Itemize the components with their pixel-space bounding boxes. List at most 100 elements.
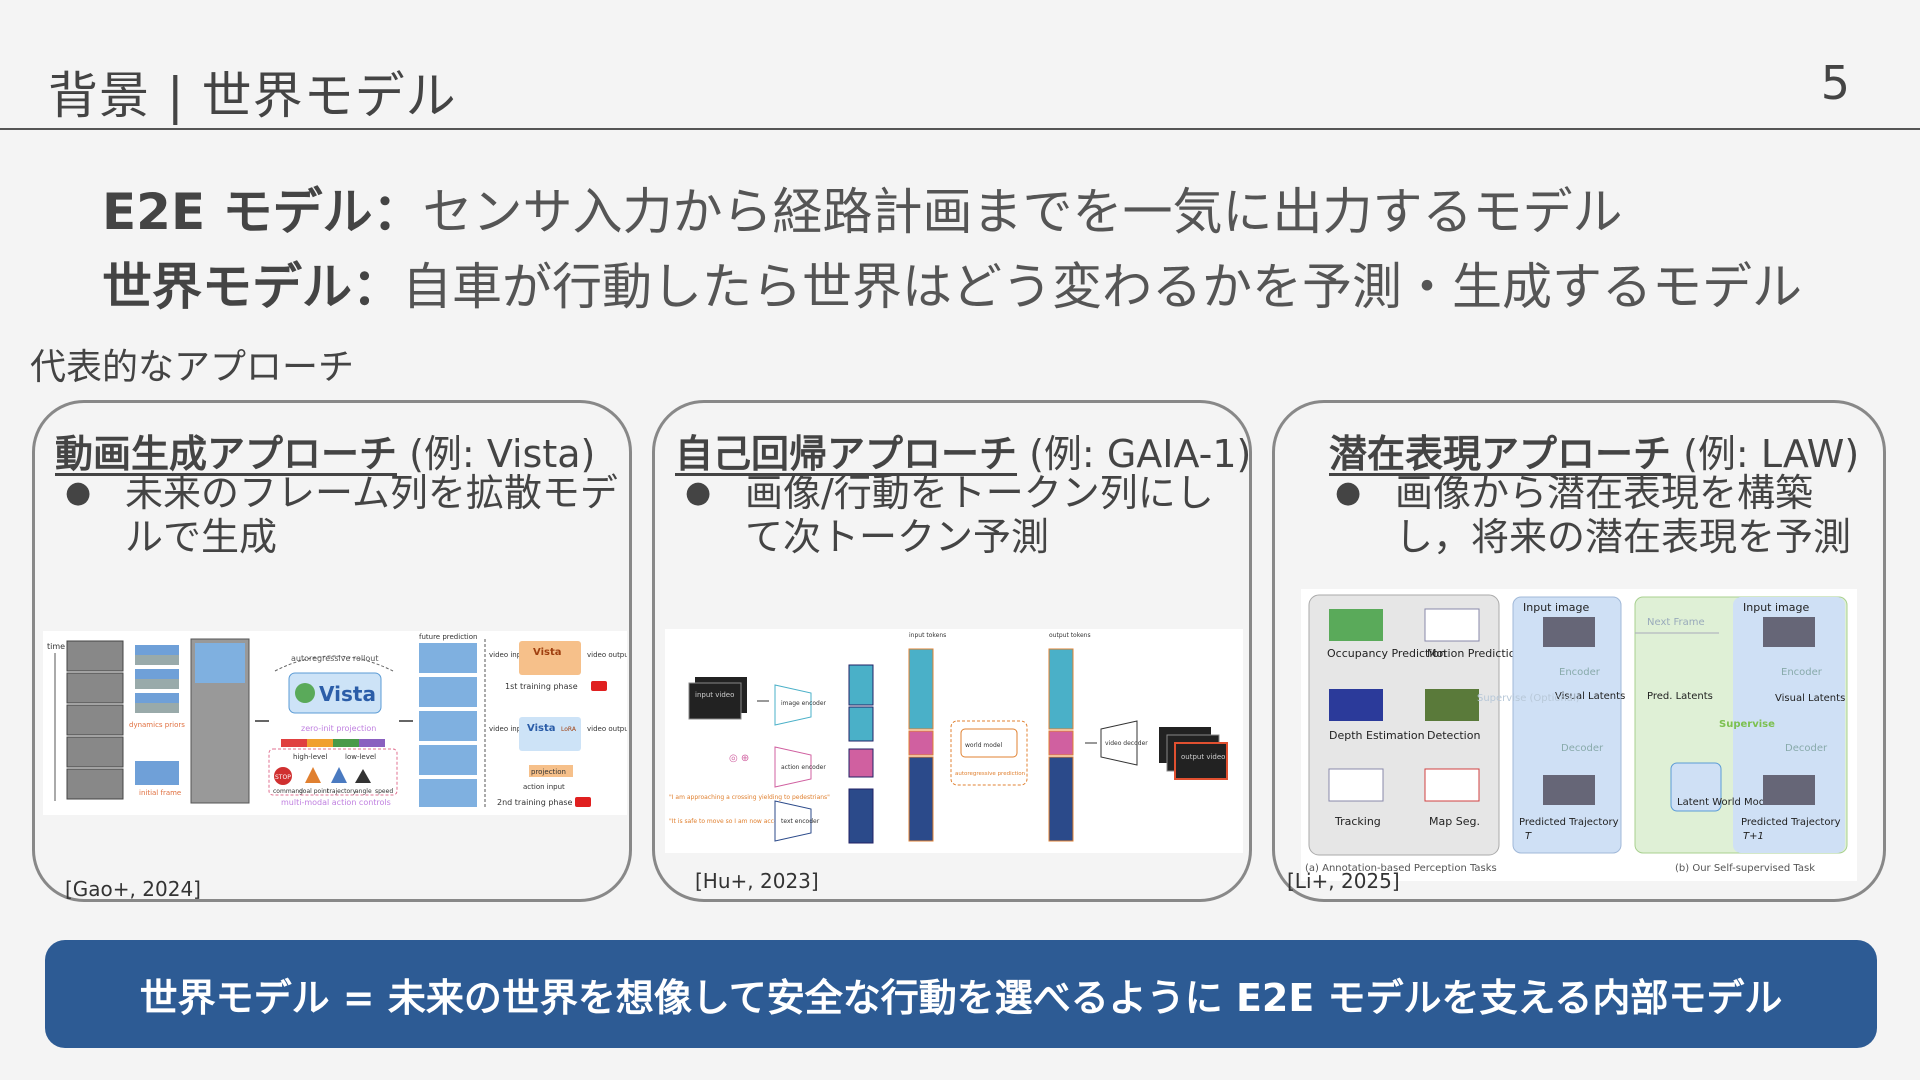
vista-diagram: time dynamics priors initial frame autor… xyxy=(47,633,627,807)
fig-label: Visual Latents xyxy=(1775,693,1845,704)
card-autoregressive: 自己回帰アプローチ (例: GAIA-1) ● 画像/行動をトークン列にして次トー… xyxy=(652,400,1252,902)
fig-label: Vista xyxy=(319,682,376,706)
slide-header: 背景 | 世界モデル 5 xyxy=(0,0,1920,130)
fig-label: LoRA xyxy=(561,726,577,733)
fig-label: speed xyxy=(375,788,393,795)
fig-label: goal point xyxy=(299,788,330,795)
card-heading: 自己回帰アプローチ (例: GAIA-1) xyxy=(675,423,1251,478)
fig-label: zero-init projection xyxy=(301,724,376,733)
fig-label: Input image xyxy=(1743,601,1809,614)
citation: [Hu+, 2023] xyxy=(695,869,819,893)
fig-label: Map Seg. xyxy=(1429,815,1480,828)
bullet-dot: ● xyxy=(685,475,712,510)
fig-label: Supervise xyxy=(1719,719,1775,730)
fig-label: multi-modal action controls xyxy=(281,798,391,807)
fig-label: Detection xyxy=(1427,729,1480,742)
fig-label: output tokens xyxy=(1049,632,1091,639)
fig-label: high-level xyxy=(293,753,327,761)
fig-label: angle xyxy=(355,788,372,795)
definition-world-model: 世界モデル：自車が行動したら世界はどう変わるかを予測・生成するモデル xyxy=(102,247,1802,319)
card-bullet: ● 画像から潜在表現を構築し，将来の潜在表現を予測 xyxy=(1335,471,1873,559)
card-example: (例: Vista) xyxy=(409,432,596,476)
fig-label: future prediction xyxy=(419,633,477,641)
fig-label: (b) Our Self-supervised Task xyxy=(1675,863,1815,874)
fig-label: autoregressive rollout xyxy=(291,654,378,663)
fig-label: Next Frame xyxy=(1647,617,1705,628)
fig-label: Predicted Trajectory xyxy=(1741,817,1841,828)
card-bullet: ● 未来のフレーム列を拡散モデルで生成 xyxy=(65,471,619,559)
card-latent: 潜在表現アプローチ (例: LAW) ● 画像から潜在表現を構築し，将来の潜在表現… xyxy=(1272,400,1886,902)
definition-e2e: E2E モデル：センサ入力から経路計画までを一気に出力するモデル xyxy=(102,172,1623,244)
fig-label: (a) Annotation-based Perception Tasks xyxy=(1305,863,1497,874)
summary-banner: 世界モデル = 未来の世界を想像して安全な行動を選べるように E2E モデルを支… xyxy=(45,940,1877,1048)
fig-label: video input xyxy=(489,725,529,733)
bullet-text: 未来のフレーム列を拡散モデルで生成 xyxy=(125,471,618,559)
fig-label: trajectory xyxy=(327,788,357,795)
fig-label: command xyxy=(273,788,303,795)
fig-label: Motion Prediction xyxy=(1427,647,1522,660)
slide-title: 背景 | 世界モデル xyxy=(48,67,457,125)
figure-vista: time dynamics priors initial frame autor… xyxy=(43,631,627,815)
bullet-text: 画像から潜在表現を構築し，将来の潜在表現を予測 xyxy=(1395,471,1852,559)
fig-label: Decoder xyxy=(1785,743,1828,754)
fig-label: time xyxy=(47,642,65,651)
law-diagram: Occupancy Prediction Motion Prediction D… xyxy=(1305,594,1848,874)
fig-label: Input image xyxy=(1523,601,1589,614)
fig-label: text encoder xyxy=(781,818,820,825)
fig-label: Visual Latents xyxy=(1555,691,1625,702)
fig-label: video output xyxy=(587,651,627,659)
fig-label: projection xyxy=(531,768,566,776)
fig-label: input video xyxy=(695,691,734,699)
fig-label: STOP xyxy=(275,774,291,781)
fig-label: video decoder xyxy=(1105,740,1148,747)
fig-label: 2nd training phase xyxy=(497,798,573,807)
fig-label: output video xyxy=(1181,753,1225,761)
fig-label: input tokens xyxy=(909,632,946,639)
fig-label: T+1 xyxy=(1743,831,1764,842)
fig-label: Supervise (Optional) xyxy=(1477,693,1580,704)
fig-label: "It is safe to move so I am now accelera… xyxy=(669,818,804,825)
fig-label: Predicted Trajectory xyxy=(1519,817,1619,828)
fig-label: dynamics priors xyxy=(129,721,185,729)
gaia-diagram: input video image encoder ◎ ⊕ action enc… xyxy=(669,632,1228,844)
fig-label: Decoder xyxy=(1561,743,1604,754)
fig-label: Tracking xyxy=(1334,815,1381,828)
card-bullet: ● 画像/行動をトークン列にして次トークン予測 xyxy=(685,471,1239,559)
definition-desc: センサ入力から経路計画までを一気に出力するモデル xyxy=(422,183,1623,241)
fig-label: world model xyxy=(965,742,1002,749)
definition-term: E2E モデル： xyxy=(102,183,423,241)
fig-label: Vista xyxy=(533,647,561,658)
fig-label: action encoder xyxy=(781,764,826,771)
card-example: (例: LAW) xyxy=(1683,432,1860,476)
figure-gaia: input video image encoder ◎ ⊕ action enc… xyxy=(665,629,1243,853)
card-heading: 潜在表現アプローチ (例: LAW) xyxy=(1329,423,1859,478)
fig-label: image encoder xyxy=(781,700,827,707)
card-example: (例: GAIA-1) xyxy=(1029,432,1252,476)
card-name: 自己回帰アプローチ xyxy=(675,432,1018,476)
fig-label: ◎ ⊕ xyxy=(729,753,749,764)
page-number: 5 xyxy=(1820,56,1850,110)
bullet-dot: ● xyxy=(65,475,92,510)
bullet-text: 画像/行動をトークン列にして次トークン予測 xyxy=(745,471,1214,559)
card-name: 動画生成アプローチ xyxy=(55,432,398,476)
fig-label: Encoder xyxy=(1559,667,1601,678)
definition-term: 世界モデル： xyxy=(102,258,402,316)
fig-label: Depth Estimation xyxy=(1329,729,1425,742)
fig-label: video input xyxy=(489,651,529,659)
fig-label: 1st training phase xyxy=(505,682,578,691)
fig-label: autoregressive prediction xyxy=(955,771,1026,777)
card-video-generation: 動画生成アプローチ (例: Vista) ●未来のフレーム列を拡散モデルで生成 … xyxy=(32,400,632,902)
bullet-dot: ● xyxy=(1335,475,1362,510)
fig-label: Encoder xyxy=(1781,667,1823,678)
fig-label: "I am approaching a crossing yielding to… xyxy=(669,794,830,801)
definition-desc: 自車が行動したら世界はどう変わるかを予測・生成するモデル xyxy=(402,258,1802,316)
section-label: 代表的なアプローチ xyxy=(30,347,355,388)
citation: [Li+, 2025] xyxy=(1287,869,1400,893)
fig-label: initial frame xyxy=(139,789,181,797)
fig-label: Latent World Model xyxy=(1677,797,1774,808)
citation: [Gao+, 2024] xyxy=(65,877,201,901)
figure-law: Occupancy Prediction Motion Prediction D… xyxy=(1301,589,1857,881)
fig-label: Vista xyxy=(527,723,555,734)
fig-label: Occupancy Prediction xyxy=(1327,647,1446,660)
fig-label: Pred. Latents xyxy=(1647,691,1713,702)
